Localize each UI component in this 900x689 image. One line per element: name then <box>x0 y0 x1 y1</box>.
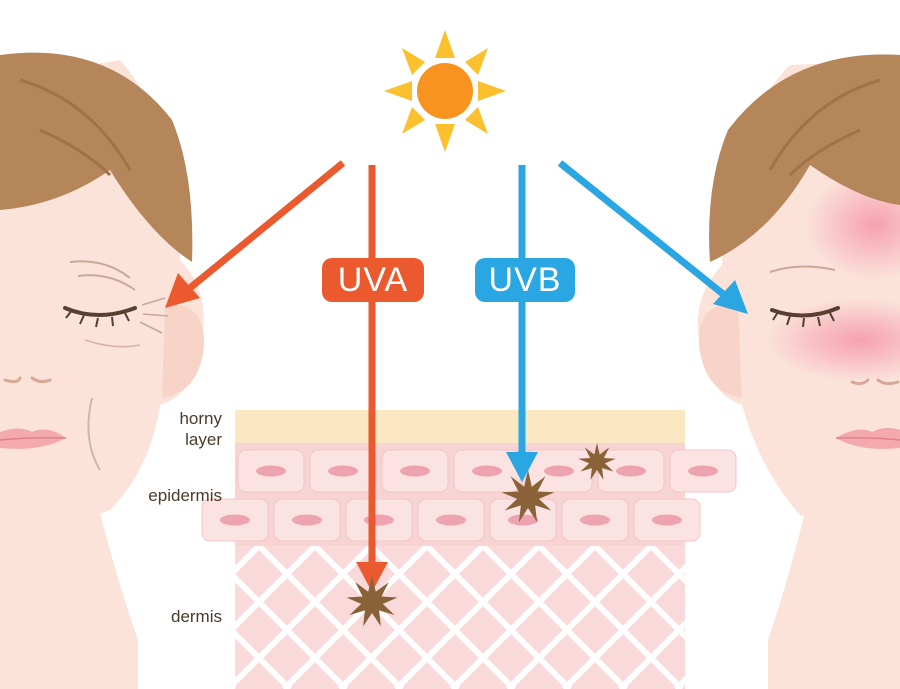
collagen-fiber <box>617 619 685 689</box>
epidermis-cells <box>201 449 737 542</box>
left-face-hair <box>0 52 193 263</box>
collagen-fiber <box>368 546 517 689</box>
right-face-ear <box>698 304 742 398</box>
right-hair-strand <box>768 78 881 171</box>
sun-ray <box>465 48 488 75</box>
collagen-fiber <box>424 546 573 689</box>
right-hair-strand <box>788 128 861 177</box>
dermis-label: dermis <box>170 607 222 626</box>
skin-cross-section <box>201 410 737 689</box>
left-crows-feet <box>139 297 169 334</box>
left-cheek-fold <box>87 397 101 471</box>
horny-layer-label-line2: layer <box>185 430 222 449</box>
right-closed-eye <box>770 306 840 318</box>
collagen-fiber <box>561 563 685 689</box>
uvb-label: UVB <box>475 258 575 302</box>
sun-ray <box>384 81 412 101</box>
left-wrinkle <box>69 260 131 279</box>
collagen-fiber <box>235 546 262 575</box>
collagen-fiber <box>480 546 629 689</box>
left-wrinkle <box>77 274 136 291</box>
right-brow <box>769 265 836 273</box>
sun-ray <box>478 81 506 101</box>
collagen-fiber <box>235 629 293 689</box>
left-lip-line <box>0 437 67 441</box>
collagen-fiber <box>312 546 461 689</box>
cell-nucleus <box>616 465 646 477</box>
uva-arrowhead-face <box>165 273 200 308</box>
damage-star-icon <box>346 576 398 627</box>
cell-nucleus <box>472 465 502 477</box>
epidermis-label: epidermis <box>148 486 222 505</box>
right-eyelash <box>772 311 835 328</box>
horny-layer-label-line1: horny <box>179 409 222 428</box>
cell-nucleus <box>580 514 610 526</box>
right-nose <box>850 378 900 386</box>
collagen-fiber <box>337 546 486 689</box>
cell-nucleus <box>508 514 538 526</box>
right-lip-line <box>835 437 900 441</box>
damage-star-icon <box>501 470 555 523</box>
damage-marks <box>346 443 616 627</box>
uvb-arrow-to-face <box>557 160 731 301</box>
cell-nucleus <box>544 465 574 477</box>
right-face <box>697 54 900 689</box>
left-hair-strand <box>39 128 112 177</box>
uva-label: UVA <box>322 258 424 302</box>
uvb-rays <box>506 160 748 482</box>
damage-star-icon <box>578 443 616 480</box>
right-face-hair <box>709 54 900 263</box>
collagen-fiber <box>235 546 318 631</box>
horny-layer <box>235 410 685 443</box>
left-eyelash <box>65 309 130 328</box>
sun-ray <box>465 107 488 134</box>
sun-icon <box>384 30 506 152</box>
sunburn-patch <box>765 298 900 382</box>
horny-layer-label: horny layer <box>62 408 222 450</box>
sun-ray <box>435 30 455 58</box>
collagen-fiber <box>592 546 685 641</box>
cell-nucleus <box>652 514 682 526</box>
collagen-fiber <box>256 546 405 689</box>
collagen-fiber <box>235 546 374 687</box>
cell-nucleus <box>256 465 286 477</box>
left-under-eye-line <box>84 339 141 348</box>
cell-nucleus <box>400 465 430 477</box>
cell-nucleus <box>220 514 250 526</box>
sun-ray <box>402 48 425 75</box>
sun-ray <box>402 107 425 134</box>
collagen-fiber <box>393 546 542 689</box>
uvb-arrowhead-epidermis <box>506 452 538 482</box>
cell-nucleus <box>436 514 466 526</box>
collagen-fiber <box>449 546 598 689</box>
cell-nucleus <box>328 465 358 477</box>
left-nose <box>3 376 52 384</box>
collagen-fiber <box>235 573 349 689</box>
left-face-ear <box>162 304 205 398</box>
collagen-fiber <box>648 546 685 585</box>
uva-arrow-to-face <box>182 160 346 295</box>
sun-core <box>417 63 473 119</box>
dermis-collagen-lattice <box>235 546 685 689</box>
left-hair-strand <box>19 78 132 171</box>
cell-nucleus <box>688 465 718 477</box>
uvb-arrowhead-face <box>713 280 748 314</box>
left-face <box>0 52 205 689</box>
sun-ray <box>435 124 455 152</box>
collagen-fiber <box>536 546 685 689</box>
collagen-fiber <box>281 546 430 689</box>
collagen-fiber <box>505 546 654 689</box>
cell-nucleus <box>292 514 322 526</box>
